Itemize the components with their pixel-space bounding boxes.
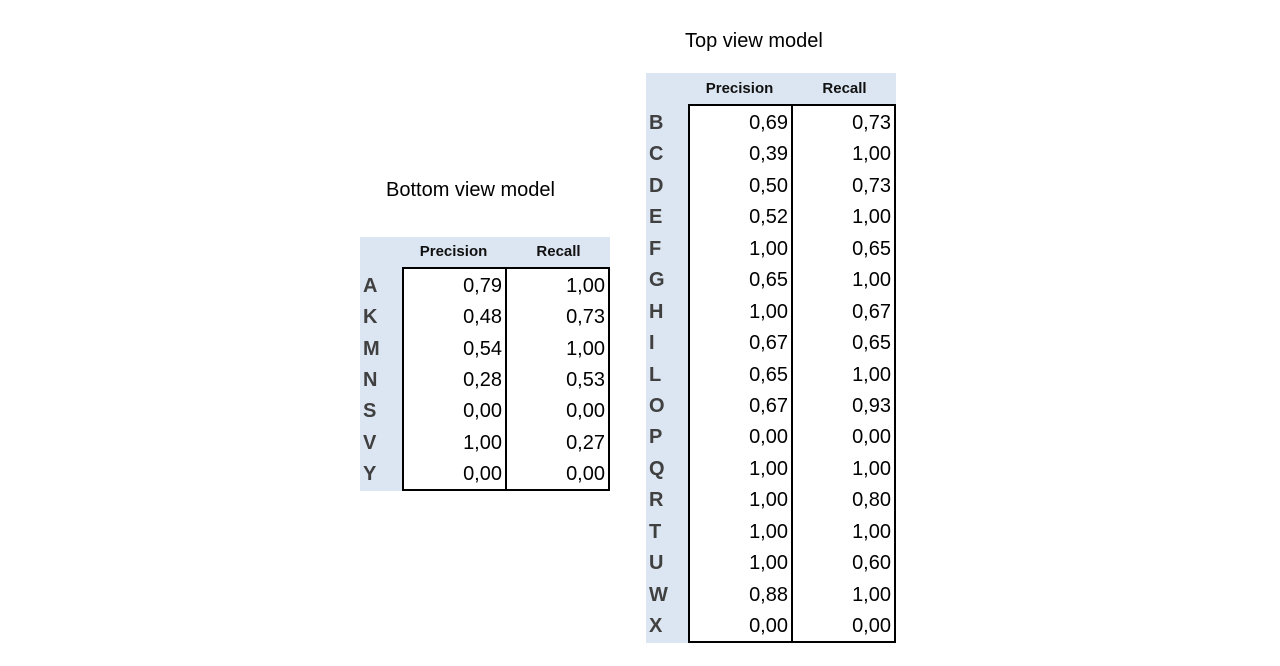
precision-value: 0,88 bbox=[749, 583, 788, 606]
row-label: T bbox=[649, 520, 662, 543]
row-label: L bbox=[649, 363, 662, 386]
bottom-view-title: Bottom view model bbox=[386, 179, 555, 201]
label-band bbox=[646, 73, 688, 643]
row-label: S bbox=[363, 400, 377, 423]
precision-header: Precision bbox=[419, 243, 488, 260]
row-label: Y bbox=[363, 462, 377, 485]
recall-value: 1,00 bbox=[852, 269, 891, 292]
recall-value: 1,00 bbox=[852, 363, 891, 386]
precision-value: 0,65 bbox=[749, 363, 788, 386]
row-label: P bbox=[649, 426, 663, 449]
precision-value: 0,00 bbox=[463, 462, 502, 485]
precision-value: 0,48 bbox=[463, 306, 502, 329]
precision-value: 0,52 bbox=[749, 206, 788, 229]
recall-value: 0,53 bbox=[566, 368, 605, 391]
recall-value: 0,65 bbox=[852, 332, 891, 355]
recall-value: 0,00 bbox=[852, 615, 891, 638]
row-label: K bbox=[363, 306, 378, 329]
precision-value: 0,39 bbox=[749, 143, 788, 166]
precision-value: 0,00 bbox=[463, 400, 502, 423]
precision-value: 0,50 bbox=[749, 174, 788, 197]
recall-value: 1,00 bbox=[566, 275, 605, 297]
precision-value: 0,69 bbox=[749, 112, 788, 134]
recall-header: Recall bbox=[822, 79, 867, 97]
label-band bbox=[360, 237, 402, 491]
row-label: U bbox=[649, 552, 664, 575]
row-label: M bbox=[363, 337, 380, 360]
top-view-title: Top view model bbox=[685, 30, 823, 52]
recall-value: 1,00 bbox=[852, 520, 891, 543]
precision-value: 0,67 bbox=[749, 394, 788, 417]
recall-value: 0,27 bbox=[566, 431, 605, 454]
row-label: O bbox=[649, 394, 665, 417]
row-label: A bbox=[363, 275, 378, 297]
recall-value: 0,65 bbox=[852, 237, 891, 260]
recall-value: 0,00 bbox=[852, 426, 891, 449]
precision-value: 1,00 bbox=[749, 300, 788, 323]
precision-value: 1,00 bbox=[749, 457, 788, 480]
row-label: Q bbox=[649, 457, 665, 480]
precision-header: Precision bbox=[705, 79, 774, 97]
precision-value: 1,00 bbox=[749, 520, 788, 543]
recall-value: 0,73 bbox=[852, 174, 891, 197]
precision-value: 0,00 bbox=[749, 426, 788, 449]
precision-value: 0,67 bbox=[749, 332, 788, 355]
precision-value: 1,00 bbox=[749, 489, 788, 512]
recall-value: 0,00 bbox=[566, 462, 605, 485]
recall-value: 0,67 bbox=[852, 300, 891, 323]
recall-value: 1,00 bbox=[852, 457, 891, 480]
precision-value: 0,54 bbox=[463, 337, 502, 360]
recall-value: 1,00 bbox=[852, 583, 891, 606]
precision-value: 0,28 bbox=[463, 368, 502, 391]
row-label: G bbox=[649, 269, 665, 292]
row-label: V bbox=[363, 431, 377, 454]
column-divider bbox=[505, 267, 507, 491]
precision-value: 0,65 bbox=[749, 269, 788, 292]
precision-value: 1,00 bbox=[463, 431, 502, 454]
recall-value: 0,93 bbox=[852, 394, 891, 417]
row-label: H bbox=[649, 300, 664, 323]
precision-value: 0,00 bbox=[749, 615, 788, 638]
row-label: C bbox=[649, 143, 664, 166]
recall-value: 0,60 bbox=[852, 552, 891, 575]
recall-value: 1,00 bbox=[852, 206, 891, 229]
row-label: F bbox=[649, 237, 662, 260]
precision-value: 1,00 bbox=[749, 237, 788, 260]
row-label: D bbox=[649, 174, 664, 197]
row-label: E bbox=[649, 206, 663, 229]
row-label: I bbox=[649, 332, 655, 355]
recall-value: 0,00 bbox=[566, 400, 605, 423]
recall-value: 0,80 bbox=[852, 489, 891, 512]
row-label: X bbox=[649, 615, 663, 638]
row-label: N bbox=[363, 368, 378, 391]
column-divider bbox=[791, 104, 793, 643]
precision-value: 1,00 bbox=[749, 552, 788, 575]
precision-value: 0,79 bbox=[463, 275, 502, 297]
recall-value: 0,73 bbox=[566, 306, 605, 329]
recall-value: 1,00 bbox=[852, 143, 891, 166]
recall-value: 1,00 bbox=[566, 337, 605, 360]
row-label: B bbox=[649, 112, 664, 134]
recall-header: Recall bbox=[536, 243, 581, 260]
recall-value: 0,73 bbox=[852, 112, 891, 134]
row-label: W bbox=[649, 583, 668, 606]
row-label: R bbox=[649, 489, 664, 512]
